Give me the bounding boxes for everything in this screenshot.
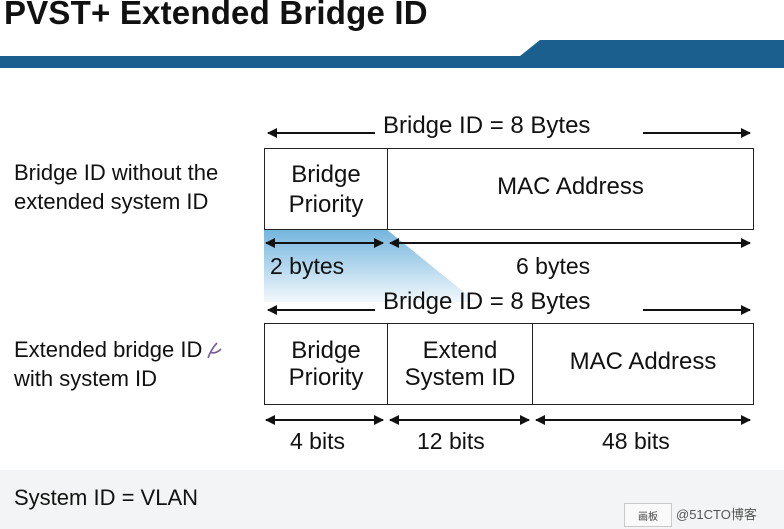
pen-scribble-icon: [207, 342, 222, 359]
system-id-note: System ID = VLAN: [14, 485, 199, 510]
top-dim-label-2: 6 bytes: [516, 253, 591, 279]
bottom-bridge-priority-box: Bridge Priority: [264, 323, 388, 405]
top-dim-label-1: 2 bytes: [270, 253, 345, 279]
bottom-dim-label-3: 48 bits: [602, 428, 670, 454]
watermark: @51CTO博客: [676, 507, 757, 522]
header-band: [0, 40, 784, 68]
page-title: PVST+ Extended Bridge ID: [4, 0, 428, 31]
diagram-graphics: [264, 128, 751, 425]
top-mac-address-box: MAC Address: [387, 148, 754, 230]
bottom-dim-label-2: 12 bits: [417, 428, 485, 454]
bottom-mac-address-box: MAC Address: [532, 323, 754, 405]
bottom-header-label: Bridge ID = 8 Bytes: [383, 288, 591, 315]
top-row-label: Bridge ID without the extended system ID: [14, 160, 219, 214]
bottom-dim-label-1: 4 bits: [290, 428, 345, 454]
top-header-label: Bridge ID = 8 Bytes: [383, 112, 591, 139]
bottom-extend-system-id-box: Extend System ID: [387, 323, 533, 405]
bottom-row-label: Extended bridge ID with system ID: [14, 337, 203, 391]
top-bridge-priority-box: Bridge Priority: [264, 148, 388, 230]
toolbar-button[interactable]: 画板: [624, 503, 672, 527]
